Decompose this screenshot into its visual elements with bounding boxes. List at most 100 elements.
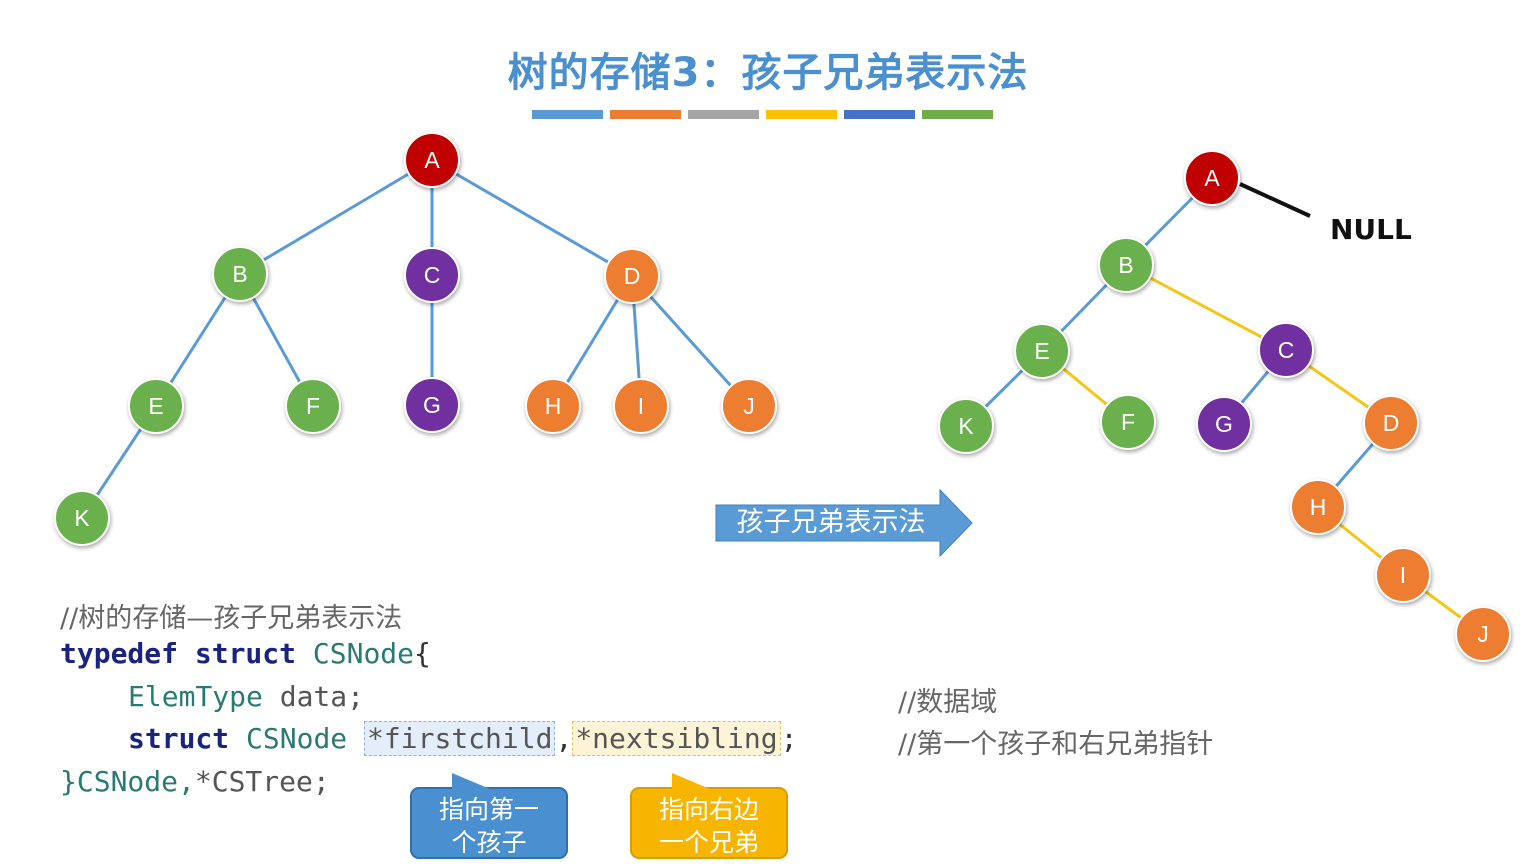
null-label: NULL (1330, 213, 1412, 246)
callout-firstchild: 指向第一 个孩子 (410, 773, 568, 859)
right-node-c: C (1258, 322, 1314, 378)
null-pointer-line (1239, 182, 1311, 218)
right-node-d: D (1363, 395, 1419, 451)
node-circle (212, 246, 268, 302)
transform-arrow (715, 488, 973, 558)
color-bar (688, 110, 759, 119)
node-label: G (1215, 411, 1233, 437)
node-label: D (1383, 410, 1400, 436)
node-label: I (1400, 562, 1406, 588)
left-edge-A-B (239, 158, 433, 276)
color-bar (766, 110, 837, 119)
node-label: F (1121, 409, 1135, 435)
node-label: H (1310, 494, 1327, 520)
node-circle (1455, 606, 1511, 662)
right-node-g: G (1196, 396, 1252, 452)
node-circle (938, 398, 994, 454)
left-node-b: B (212, 246, 268, 302)
node-circle (721, 378, 777, 434)
callout-line: 个孩子 (451, 828, 527, 857)
code-comma: , (555, 722, 573, 755)
node-circle (404, 132, 460, 188)
node-circle (285, 378, 341, 434)
node-circle (525, 378, 581, 434)
code-line-data: ElemType data; (128, 680, 364, 713)
firstchild-pointer: *firstchild (364, 721, 556, 756)
left-node-a: A (404, 132, 460, 188)
code-brace: { (414, 637, 431, 670)
node-circle (1196, 396, 1252, 452)
code-identifier: data; (279, 680, 365, 713)
node-circle (1098, 237, 1154, 293)
right-node-e: E (1014, 323, 1070, 379)
code-comment-title: //树的存储—孩子兄弟表示法 (60, 603, 403, 634)
left-edge-D-J (630, 274, 751, 408)
node-label: A (424, 147, 440, 173)
right-node-i: I (1375, 547, 1431, 603)
node-label: C (1278, 337, 1295, 363)
code-type: ElemType (128, 680, 263, 713)
code-line-pointers: struct CSNode *firstchild,*nextsibling; (128, 721, 798, 756)
page-title: 树的存储3：孩子兄弟表示法 (507, 50, 1029, 96)
node-circle (1184, 150, 1240, 206)
code-comment-pointers: //第一个孩子和右兄弟指针 (898, 729, 1214, 760)
right-node-h: H (1290, 479, 1346, 535)
node-circle (54, 490, 110, 546)
code-comment-data: //数据域 (898, 687, 998, 718)
left-node-e: E (128, 378, 184, 434)
node-label: E (148, 393, 163, 419)
nextsibling-pointer: *nextsibling (572, 721, 781, 756)
node-circle (1100, 394, 1156, 450)
callout-tip (672, 773, 710, 789)
left-node-k: K (54, 490, 110, 546)
node-circle (404, 247, 460, 303)
node-label: B (232, 261, 247, 287)
node-label: A (1204, 165, 1220, 191)
node-circle (404, 377, 460, 433)
node-label: H (545, 393, 562, 419)
node-circle (1375, 547, 1431, 603)
color-bar (532, 110, 603, 119)
code-line-typedef: typedef struct CSNode{ (60, 637, 431, 670)
node-circle (1290, 479, 1346, 535)
right-node-b: B (1098, 237, 1154, 293)
left-node-f: F (285, 378, 341, 434)
left-edge-A-D (431, 158, 633, 278)
node-label: I (638, 393, 644, 419)
code-keyword: struct (128, 722, 230, 755)
color-bar (844, 110, 915, 119)
left-node-i: I (613, 378, 669, 434)
color-bar (922, 110, 993, 119)
code-line-close: }CSNode,*CSTree; (60, 765, 330, 798)
color-bar (610, 110, 681, 119)
node-label: F (306, 393, 320, 419)
node-label: C (424, 262, 441, 288)
node-circle (613, 378, 669, 434)
node-label: K (958, 413, 974, 439)
node-label: G (423, 392, 441, 418)
node-circle (128, 378, 184, 434)
node-circle (1014, 323, 1070, 379)
left-node-j: J (721, 378, 777, 434)
right-node-k: K (938, 398, 994, 454)
code-typename-ptr: *CSTree; (194, 765, 330, 798)
callout-line: 指向第一 (438, 795, 539, 824)
callout-line: 一个兄弟 (658, 828, 759, 857)
node-circle (1363, 395, 1419, 451)
node-label: B (1118, 252, 1133, 278)
code-type: CSNode (246, 722, 348, 755)
callout-tip (452, 773, 490, 789)
code-typename: }CSNode, (60, 765, 195, 798)
node-label: K (74, 505, 90, 531)
left-node-h: H (525, 378, 581, 434)
code-semicolon: ; (780, 722, 798, 755)
sibling-edge-B-C (1125, 263, 1287, 352)
arrow-label: 孩子兄弟表示法 (736, 507, 926, 538)
callout-nextsibling: 指向右边 一个兄弟 (630, 773, 788, 859)
left-node-d: D (604, 248, 660, 304)
right-node-f: F (1100, 394, 1156, 450)
code-keyword: typedef struct (60, 637, 297, 670)
callout-line: 指向右边 (658, 795, 759, 824)
left-tree: A B C D E F G H I J K (54, 132, 777, 546)
